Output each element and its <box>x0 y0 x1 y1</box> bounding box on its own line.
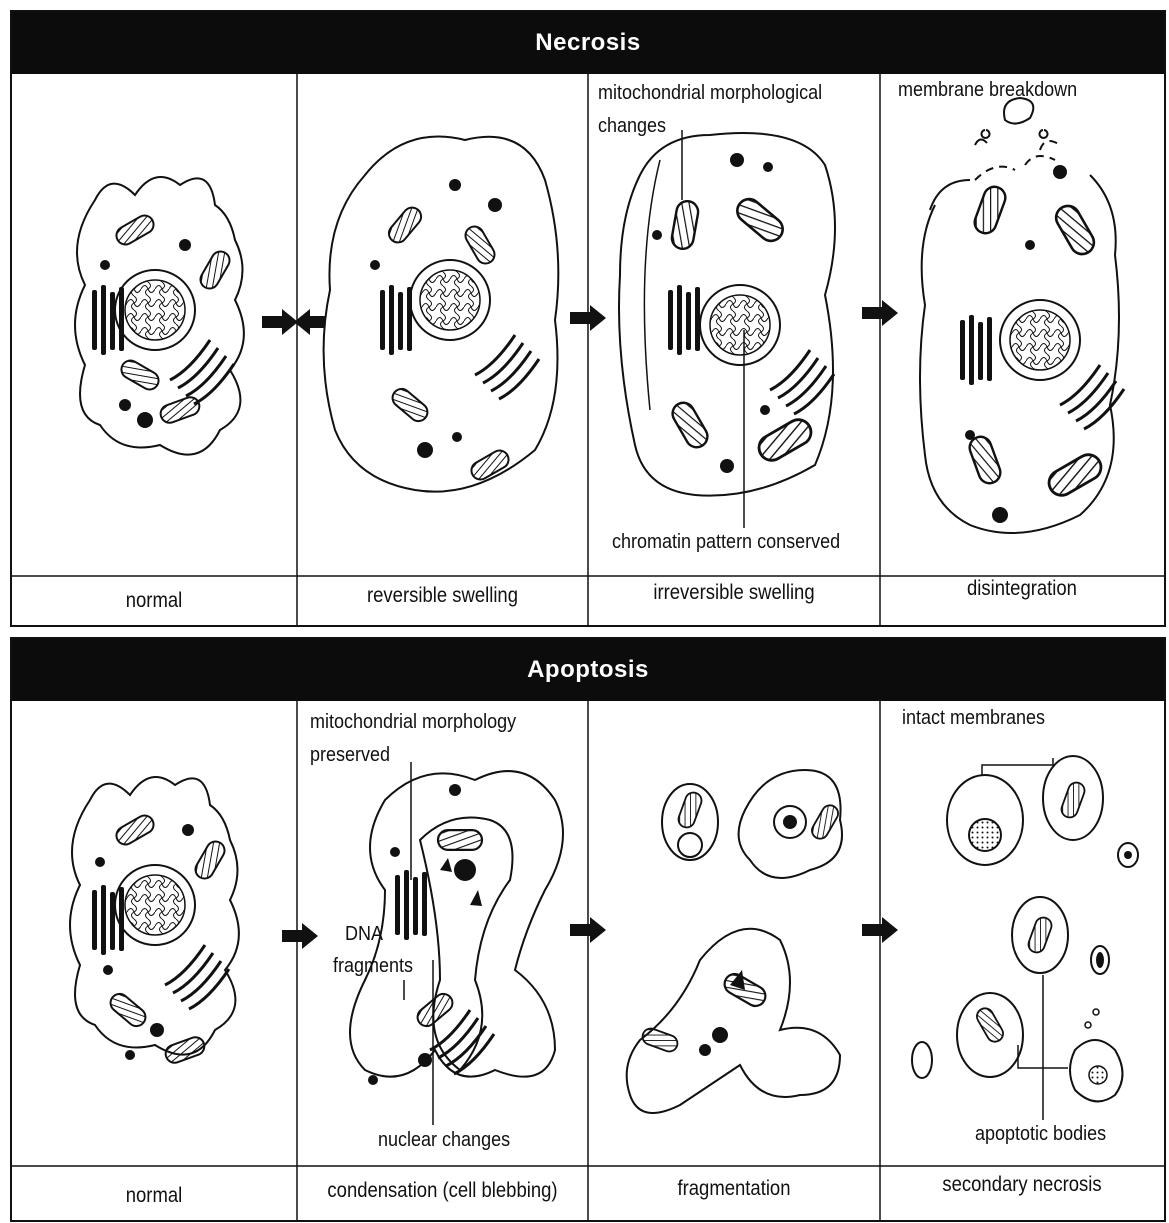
cell-normal-necrosis <box>75 177 244 455</box>
apoptosis-mito-annotation-line2: preserved <box>310 743 390 767</box>
apoptosis-mito-annotation: mitochondrial morphology <box>310 710 516 734</box>
apoptosis-stage-condensation: condensation (cell blebbing) <box>315 1168 569 1214</box>
cell-secondary-necrosis <box>912 756 1138 1120</box>
apoptosis-stage-secondary-necrosis: secondary necrosis <box>898 1162 1146 1208</box>
cell-reversible-swelling <box>324 137 559 492</box>
cell-normal-apoptosis <box>70 777 239 1065</box>
apoptosis-stage-normal: normal <box>29 1173 279 1219</box>
apoptosis-membranes-annotation: intact membranes <box>902 706 1045 730</box>
necrosis-chromatin-annotation: chromatin pattern conserved <box>612 530 840 554</box>
apoptosis-dna-annotation: DNA <box>345 922 383 946</box>
necrosis-stage-normal: normal <box>29 578 279 624</box>
necrosis-mito-annotation-line2: changes <box>598 114 666 138</box>
apoptosis-stage-fragmentation: fragmentation <box>606 1166 861 1212</box>
necrosis-stage-disintegration: disintegration <box>898 566 1146 612</box>
necrosis-mito-annotation: mitochondrial morphological <box>598 81 822 105</box>
cell-irreversible-swelling <box>619 130 835 528</box>
necrosis-stage-reversible-swelling: reversible swelling <box>315 573 569 619</box>
apoptosis-dna-annotation-line2: fragments <box>333 954 413 978</box>
apoptosis-bodies-annotation: apoptotic bodies <box>975 1122 1106 1146</box>
necrosis-stage-irreversible-swelling: irreversible swelling <box>606 570 861 616</box>
bidirectional-arrow <box>262 309 298 335</box>
cell-disintegration <box>920 98 1124 533</box>
necrosis-membrane-annotation: membrane breakdown <box>898 78 1077 102</box>
cell-fragmentation <box>627 770 842 1113</box>
apoptosis-nuclear-annotation: nuclear changes <box>378 1128 510 1152</box>
